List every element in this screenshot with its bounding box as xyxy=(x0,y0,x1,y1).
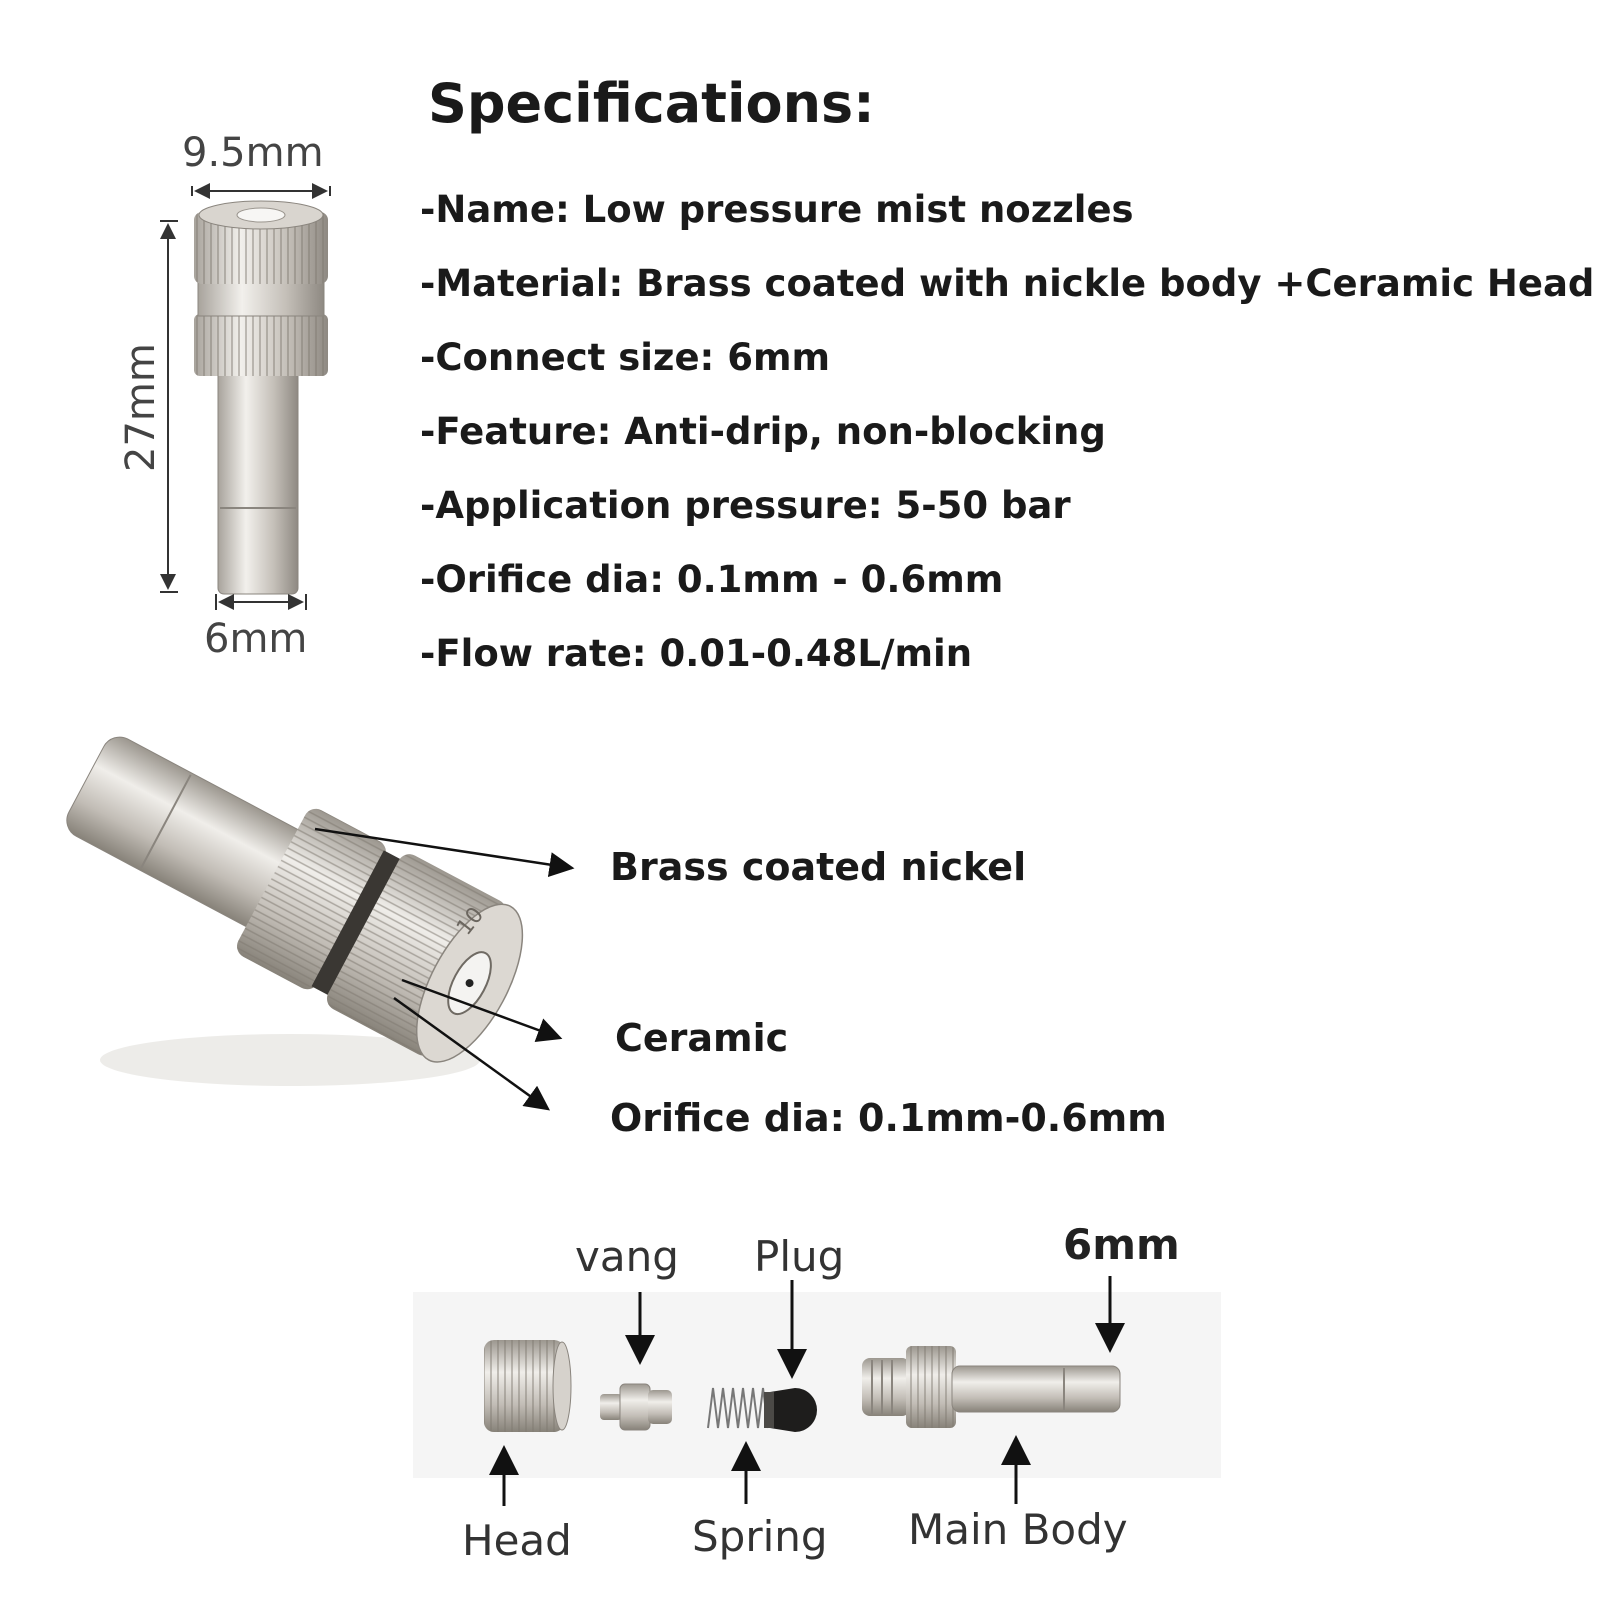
part-label-spring: Spring xyxy=(692,1512,828,1561)
part-arrows xyxy=(489,1276,1125,1506)
spec-flow-rate: -Flow rate: 0.01-0.48L/min xyxy=(420,632,973,675)
part-label-vang: vang xyxy=(575,1232,679,1281)
part-main-body-illustration xyxy=(862,1346,1121,1428)
callout-arrows xyxy=(314,827,575,1111)
spec-connect-size: -Connect size: 6mm xyxy=(420,336,831,379)
callout-orifice: Orifice dia: 0.1mm-0.6mm xyxy=(610,1096,1167,1140)
part-label-size: 6mm xyxy=(1063,1220,1180,1269)
callout-body-material: Brass coated nickel xyxy=(610,845,1027,889)
nozzle-vertical-illustration xyxy=(194,200,328,595)
part-vang-illustration xyxy=(600,1383,672,1431)
spec-material: -Material: Brass coated with nickle body… xyxy=(420,262,1595,305)
spec-feature: -Feature: Anti-drip, non-blocking xyxy=(420,410,1106,453)
part-label-head: Head xyxy=(462,1516,572,1565)
spec-orifice: -Orifice dia: 0.1mm - 0.6mm xyxy=(420,558,1004,601)
dimension-width-label: 9.5mm xyxy=(182,130,324,176)
nozzle-angled-illustration: 10 xyxy=(66,736,524,1086)
part-plug-illustration xyxy=(764,1388,817,1432)
spec-pressure: -Application pressure: 5-50 bar xyxy=(420,484,1071,527)
part-spring-illustration xyxy=(707,1387,769,1429)
callout-ceramic: Ceramic xyxy=(615,1016,789,1060)
dimension-lines xyxy=(160,183,331,610)
spec-list: -Name: Low pressure mist nozzles -Materi… xyxy=(420,186,1594,704)
part-head-illustration xyxy=(484,1340,572,1432)
spec-name: -Name: Low pressure mist nozzles xyxy=(420,188,1134,231)
dimension-length-label: 27mm xyxy=(118,343,164,472)
spec-title: Specifications: xyxy=(428,72,875,135)
exploded-parts-illustration xyxy=(413,1292,1221,1478)
part-label-plug: Plug xyxy=(754,1232,845,1281)
part-label-main-body: Main Body xyxy=(908,1505,1128,1554)
dimension-connector-label: 6mm xyxy=(204,616,308,662)
